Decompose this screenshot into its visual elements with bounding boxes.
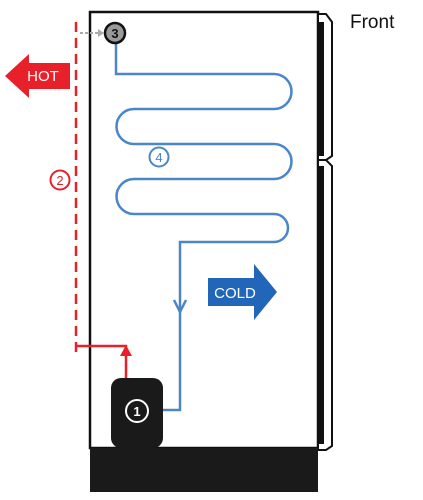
hot-label: HOT	[27, 68, 59, 85]
compressor: 1	[111, 378, 163, 448]
up-arrow-icon	[120, 345, 132, 356]
cold-arrow: COLD	[208, 264, 277, 320]
marker-3-label: 3	[111, 26, 118, 41]
marker-4: 4	[148, 146, 170, 168]
marker-1-label: 1	[133, 404, 140, 419]
fridge-body	[88, 10, 320, 450]
marker-2: 2	[49, 169, 71, 191]
front-label: Front	[350, 12, 395, 33]
down-arrow-icon	[172, 299, 188, 315]
cold-label: COLD	[214, 285, 256, 302]
hot-arrow: HOT	[5, 54, 70, 98]
marker-4-label: 4	[155, 150, 162, 165]
link-arrow-icon	[98, 29, 104, 37]
evaporator-coil	[114, 44, 293, 412]
fridge-door	[317, 13, 333, 451]
marker-2-label: 2	[56, 173, 63, 188]
marker-3: 3	[103, 21, 127, 45]
fridge-base	[90, 448, 318, 492]
